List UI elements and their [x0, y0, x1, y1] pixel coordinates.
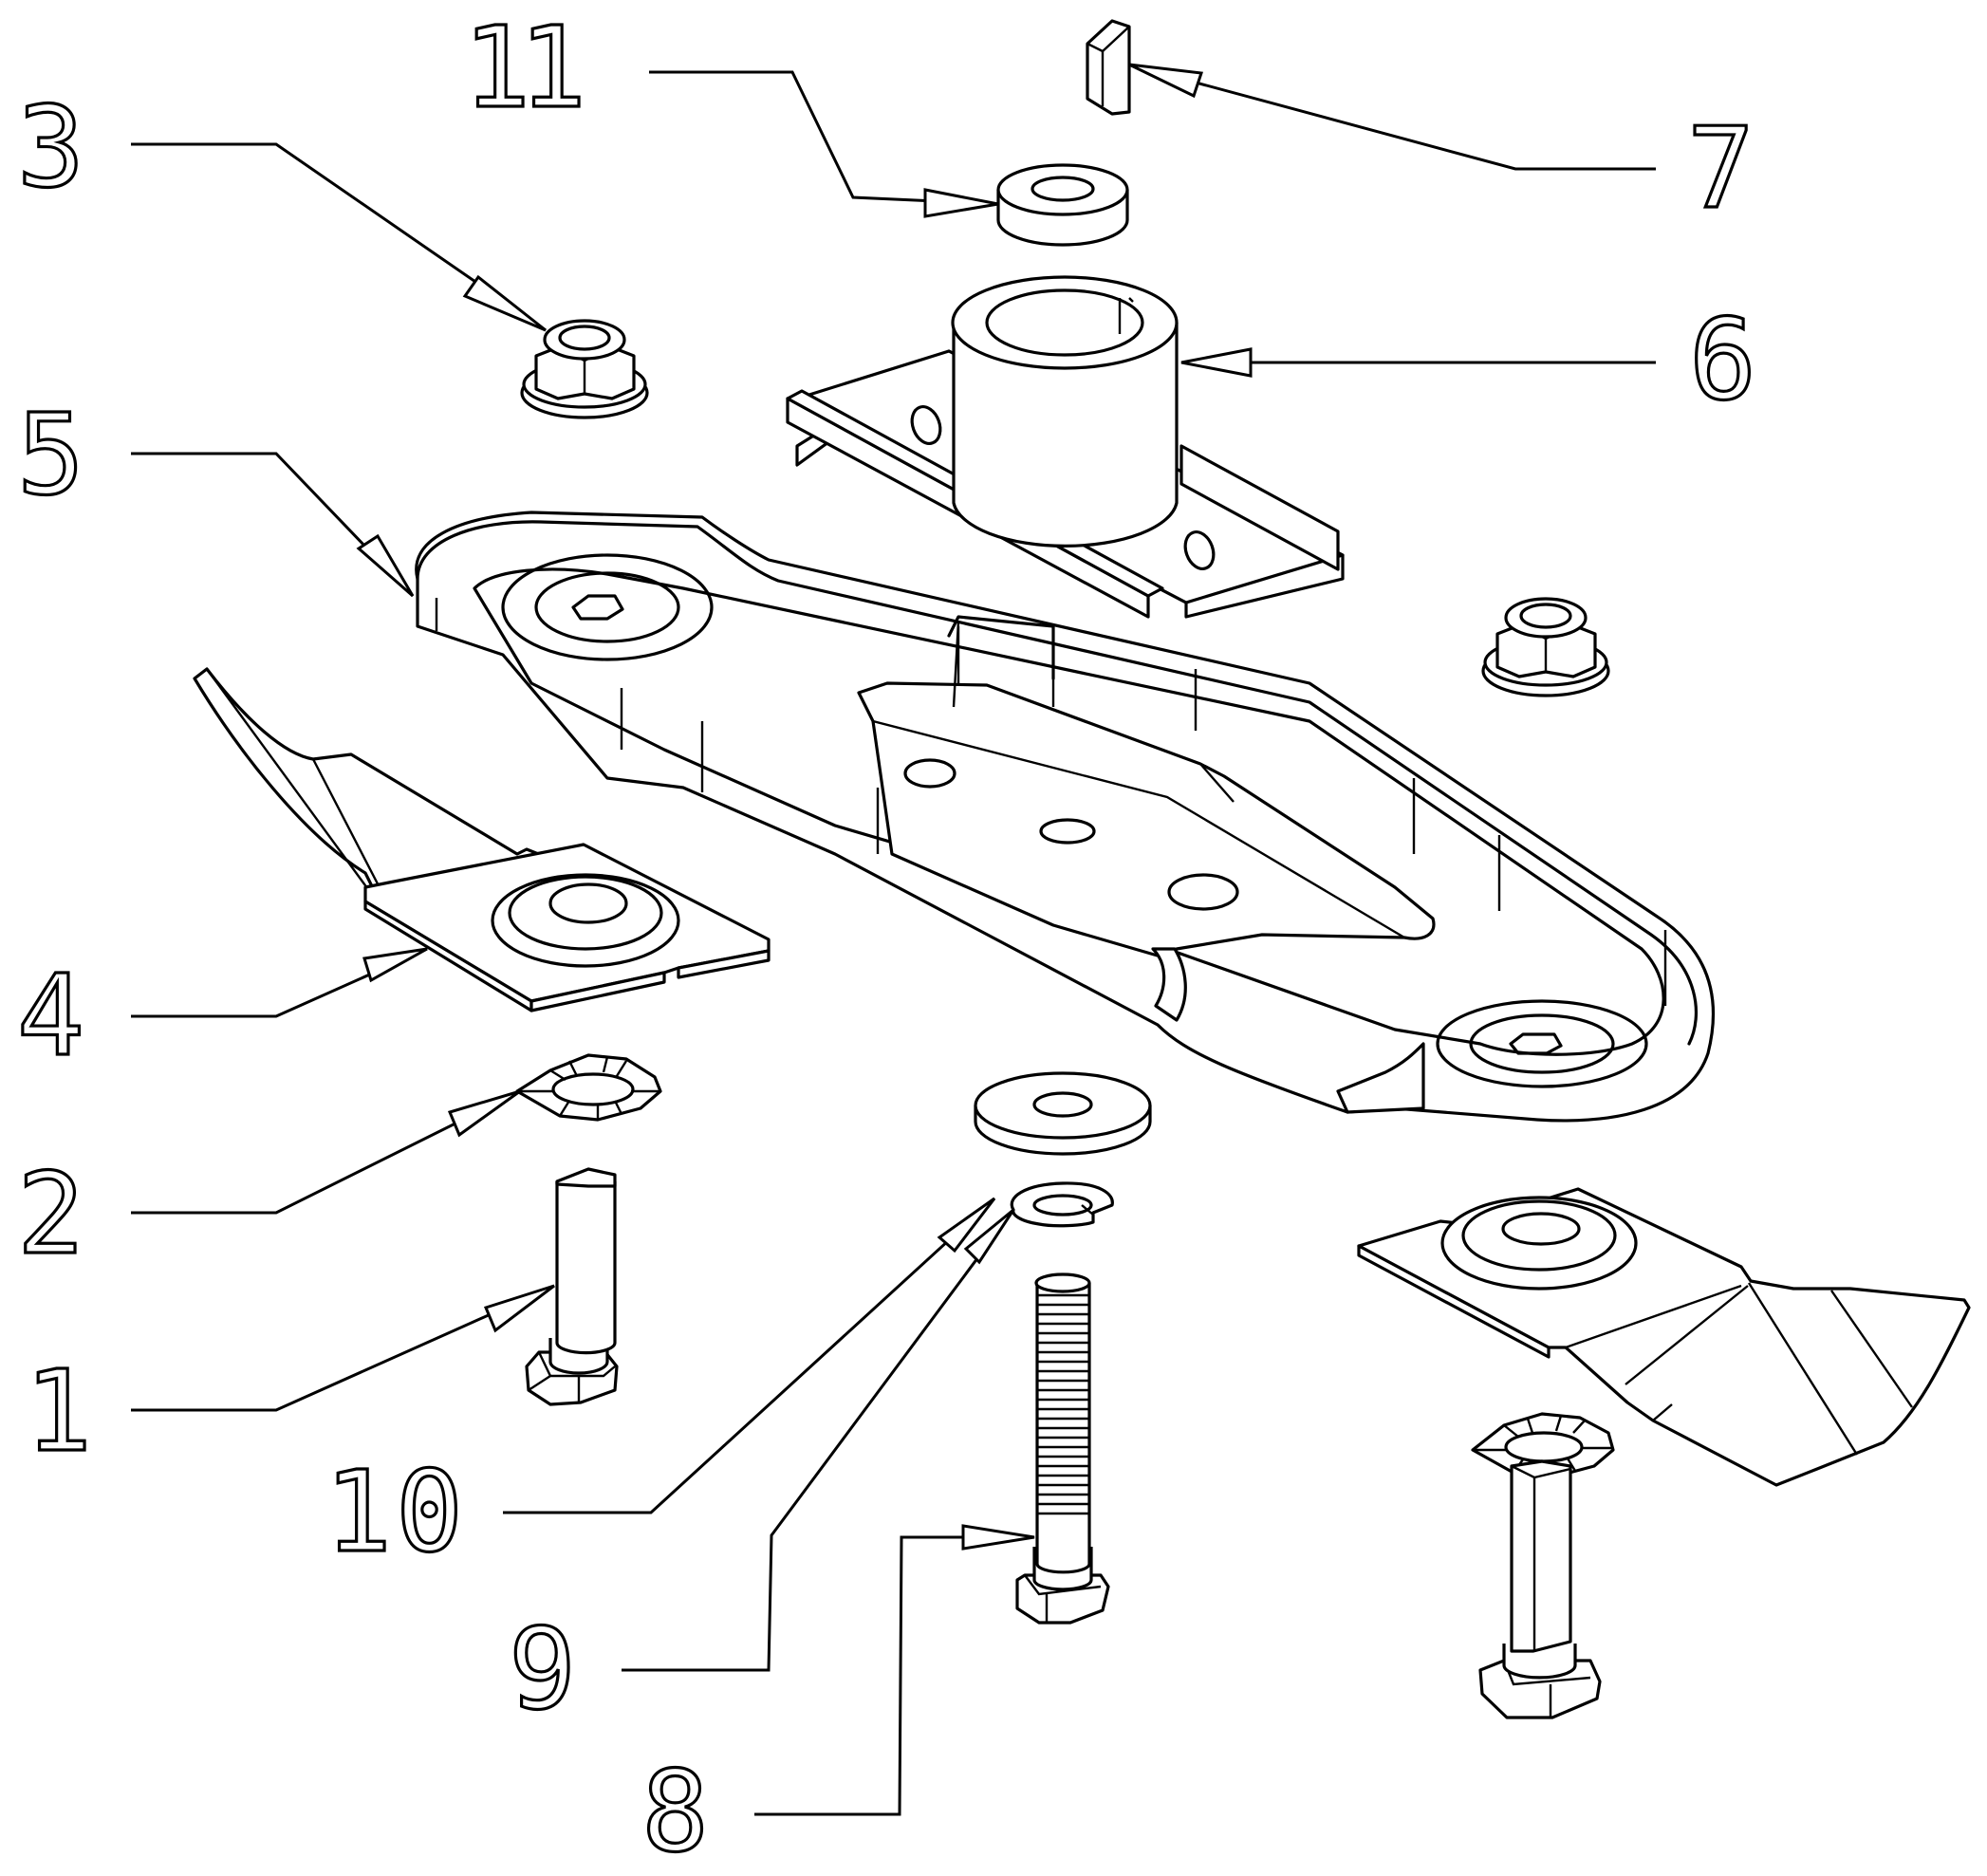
leader-3 — [131, 142, 547, 332]
part-8-hex-bolt — [1015, 1272, 1110, 1625]
part-2-lock-washer — [515, 1053, 662, 1122]
leader-6 — [1180, 347, 1656, 378]
part-3-flange-nut-second — [1481, 597, 1610, 697]
part-5-blade-carrier — [415, 511, 1716, 1123]
part-11-spacer — [996, 163, 1129, 247]
part-7-key — [1086, 19, 1131, 116]
callout-label-3: 3 — [17, 82, 84, 213]
callout-label-6: 6 — [1689, 294, 1756, 425]
leader-5 — [131, 452, 415, 598]
callout-label-1: 1 — [25, 1346, 92, 1477]
callout-label-5: 5 — [17, 389, 84, 520]
part-4-blade-left — [193, 667, 771, 1012]
callout-label-2: 2 — [17, 1148, 84, 1279]
part-6-hub-adapter — [786, 275, 1345, 619]
callout-label-9: 9 — [509, 1604, 576, 1735]
leader-4 — [131, 947, 428, 1018]
callout-label-10: 10 — [325, 1446, 463, 1577]
part-9-spring-washer — [1010, 1181, 1114, 1228]
leader-11 — [649, 70, 999, 218]
leader-10 — [503, 1197, 996, 1514]
callout-label-7: 7 — [1687, 102, 1755, 233]
part-1-blade-bolt-second — [1478, 1459, 1602, 1719]
part-4-blade-right — [1357, 1187, 1971, 1487]
part-3-flange-nut — [520, 319, 649, 419]
callout-label-11: 11 — [463, 2, 586, 133]
leader-7 — [1128, 63, 1656, 171]
leader-1 — [131, 1284, 555, 1412]
leader-9 — [622, 1208, 1015, 1672]
part-10-flat-washer — [974, 1071, 1152, 1156]
callout-label-4: 4 — [17, 950, 84, 1081]
part-1-blade-bolt — [525, 1167, 619, 1406]
callout-label-8: 8 — [641, 1746, 709, 1876]
leader-2 — [131, 1089, 521, 1215]
leader-8 — [754, 1524, 1035, 1816]
